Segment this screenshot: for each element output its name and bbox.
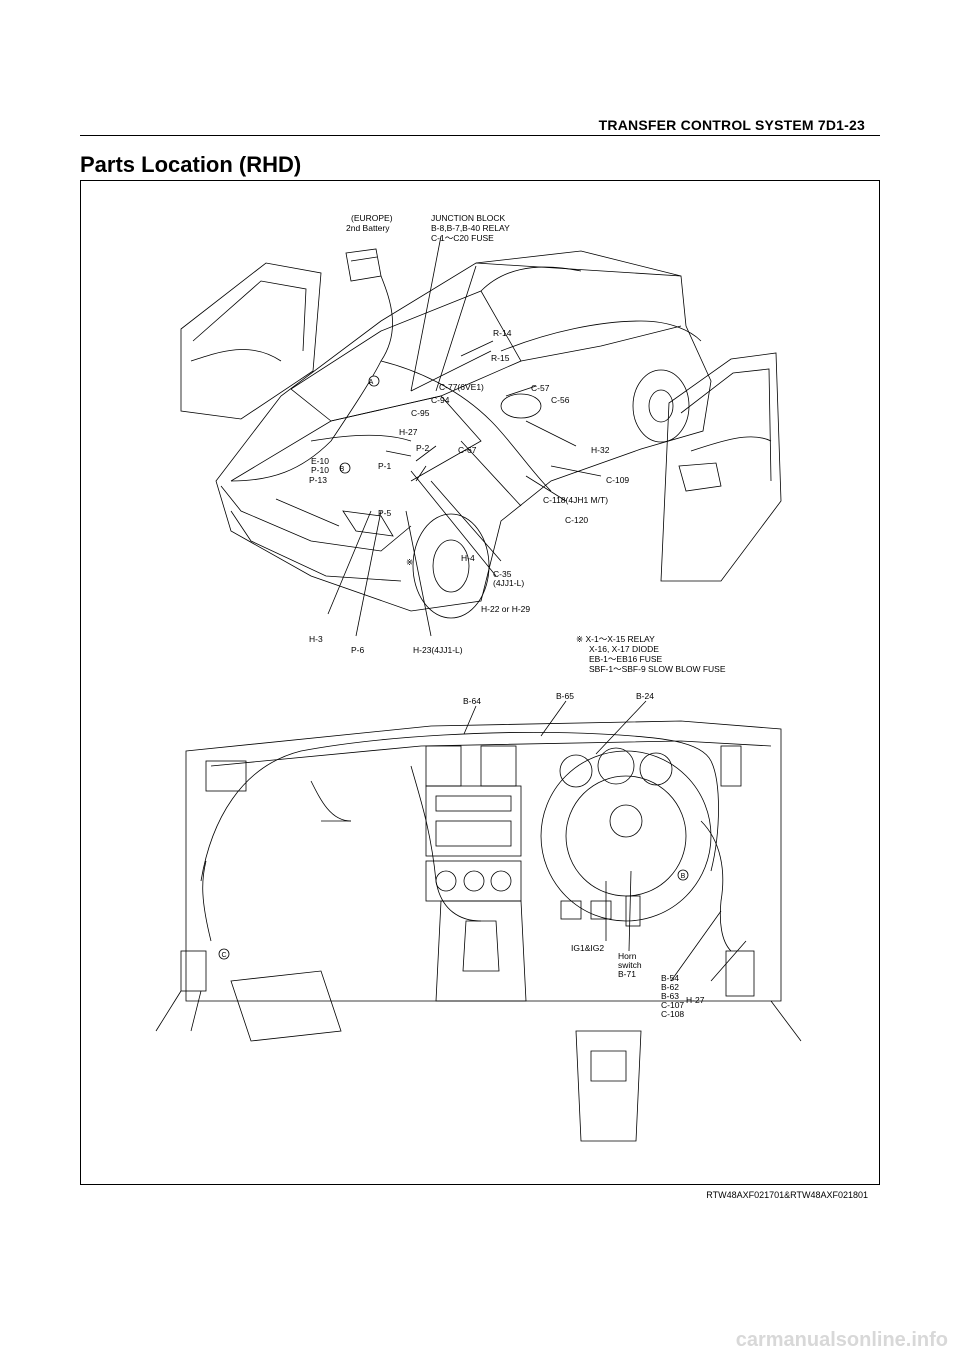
label-b65: B-65 [556,691,574,701]
dashboard-outline-drawing [185,720,782,1002]
label-horn-switch: switch [618,960,642,970]
label-p13: P-13 [309,475,327,485]
label-p6: P-6 [351,645,365,655]
right-vent-drawing [720,745,742,787]
label-b62: B-62 [661,982,679,992]
label-ref-mark: ※ [406,557,413,567]
rear-wheel-drawing [632,369,690,443]
section-title: Parts Location (RHD) [80,152,302,177]
label-h27-dash: H-27 [686,995,705,1005]
label-ig1-ig2: IG1&IG2 [571,943,604,953]
label-c118: C-118(4JH1 M/T) [543,495,608,505]
label-b24: B-24 [636,691,654,701]
label-r15: R-15 [491,353,510,363]
label-b63: B-63 [661,991,679,1001]
label-c120: C-120 [565,515,588,525]
label-p1: P-1 [378,461,392,471]
label-p5: P-5 [378,508,392,518]
label-b71: B-71 [618,969,636,979]
label-h32: H-32 [591,445,610,455]
label-b64: B-64 [463,696,481,706]
truck-body-drawing [215,262,712,612]
label-junction-fuses: C-1～C20 FUSE [431,233,494,243]
label-c94: C-94 [431,395,450,405]
marker-b-vehicle: B [340,466,345,473]
right-door-drawing [660,352,782,582]
label-c77: C-77(6VE1) [439,382,484,392]
marker-b-dash: B [681,873,686,880]
label-junction-relays: B-8,B-7,B-40 RELAY [431,223,510,233]
note-relay: ※ X-1～X-15 RELAY [576,634,655,644]
marker-a: A [369,379,374,386]
watermark: carmanualsonline.info [735,1329,948,1351]
label-r14: R-14 [493,328,512,338]
note-fuse: EB-1～EB16 FUSE [589,654,663,664]
label-c107: C-107 [661,1000,684,1010]
front-bumper-drawing [220,485,412,552]
left-vent-drawing [205,760,247,792]
figure-drawing: (EUROPE) 2nd Battery JUNCTION BLOCK B-8,… [155,213,802,1142]
front-wheel-drawing [412,513,490,619]
page-header-title: TRANSFER CONTROL SYSTEM 7D1-23 [598,117,865,133]
label-h3: H-3 [309,634,323,644]
left-door-drawing [180,262,322,420]
label-h4: H-4 [461,553,475,563]
label-h22: H-22 or H-29 [481,604,530,614]
label-p10: P-10 [311,465,329,475]
label-h23: H-23(4JJ1-L) [413,645,463,655]
battery-drawing [345,248,382,282]
label-horn: Horn [618,951,637,961]
note-slow-blow-fuse: SBF-1～SBF-9 SLOW BLOW FUSE [589,664,726,674]
label-c109: C-109 [606,475,629,485]
label-e10: E-10 [311,456,329,466]
label-c95: C-95 [411,408,430,418]
note-diode: X-16, X-17 DIODE [589,644,659,654]
label-c35-variant: (4JJ1-L) [493,578,524,588]
label-c67: C-67 [458,445,477,455]
label-h27-vehicle: H-27 [399,427,418,437]
figure-id: RTW48AXF021701&RTW48AXF021801 [706,1190,868,1200]
label-junction-block: JUNCTION BLOCK [431,213,505,223]
center-console-drawing [435,900,527,1002]
marker-c: C [221,952,226,959]
parts-location-figure: (EUROPE) 2nd Battery JUNCTION BLOCK B-8,… [80,180,880,1185]
label-c108: C-108 [661,1009,684,1019]
label-p2: P-2 [416,443,430,453]
label-europe: (EUROPE) [351,213,393,223]
steering-wheel-drawing [540,750,712,922]
label-b54: B-54 [661,973,679,983]
label-c56: C-56 [551,395,570,405]
label-c57: C-57 [531,383,550,393]
header-rule [80,135,880,136]
label-c35: C-35 [493,569,512,579]
label-2nd-battery: 2nd Battery [346,223,390,233]
